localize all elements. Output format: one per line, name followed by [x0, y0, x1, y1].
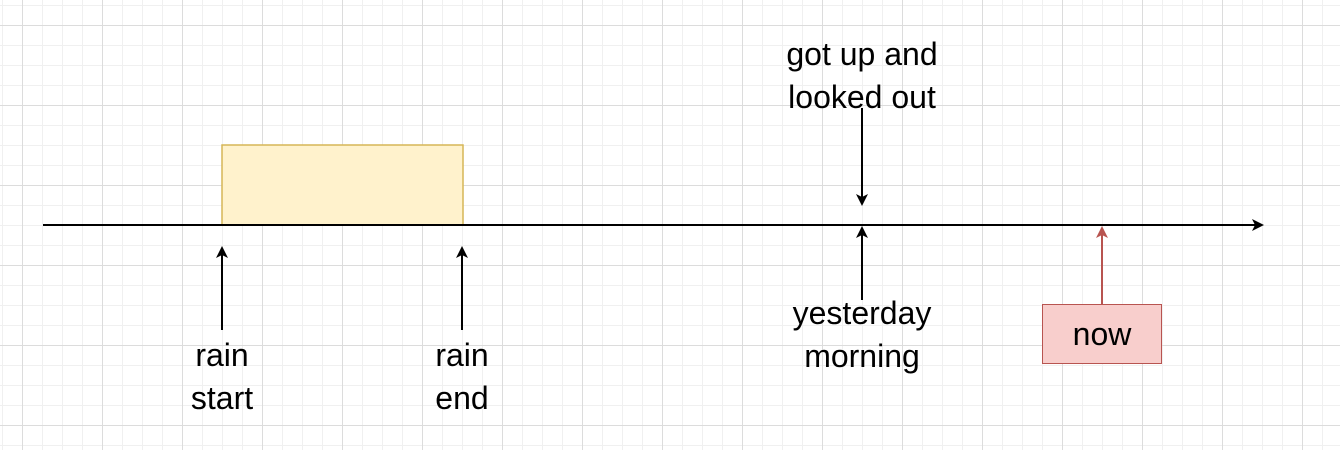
rain-start-label: rain start	[190, 337, 254, 416]
yesterday-morning-label: yesterday morning	[792, 295, 932, 374]
rain-end-label: rain end	[435, 337, 489, 416]
now-label: now	[1072, 315, 1132, 352]
got-up-label: got up and looked out	[786, 36, 938, 115]
now-box: now	[1042, 304, 1162, 364]
rain-period-box	[221, 144, 464, 226]
